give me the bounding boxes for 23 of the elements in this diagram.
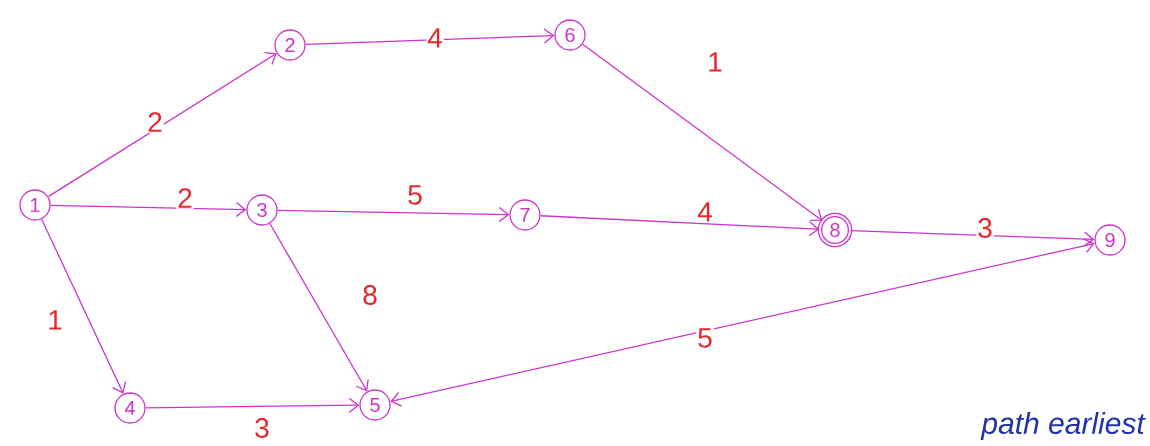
edge-label: 8	[363, 285, 377, 305]
arrow	[305, 28, 555, 46]
arrow	[581, 43, 823, 222]
arrow	[47, 52, 277, 198]
arrow	[540, 215, 820, 237]
arrow	[850, 229, 1095, 247]
edge-label: 1	[49, 310, 62, 330]
arrow	[269, 222, 369, 392]
edge-label: 2	[178, 188, 192, 208]
edge-label: 4	[697, 202, 712, 222]
edge-label: 1	[709, 52, 722, 72]
edge-label: 5	[408, 185, 422, 205]
arrow	[145, 397, 360, 413]
note-text: path earliest	[980, 412, 1146, 440]
arrow	[390, 238, 1095, 407]
arrow	[41, 218, 127, 394]
edge-label: 3	[255, 418, 269, 438]
edge-label: 5	[698, 328, 712, 348]
edge-label: 2	[148, 112, 162, 132]
edge-label: 4	[427, 28, 442, 48]
arrow	[277, 206, 510, 223]
edge-label: 3	[978, 218, 992, 238]
arrow	[50, 201, 247, 218]
